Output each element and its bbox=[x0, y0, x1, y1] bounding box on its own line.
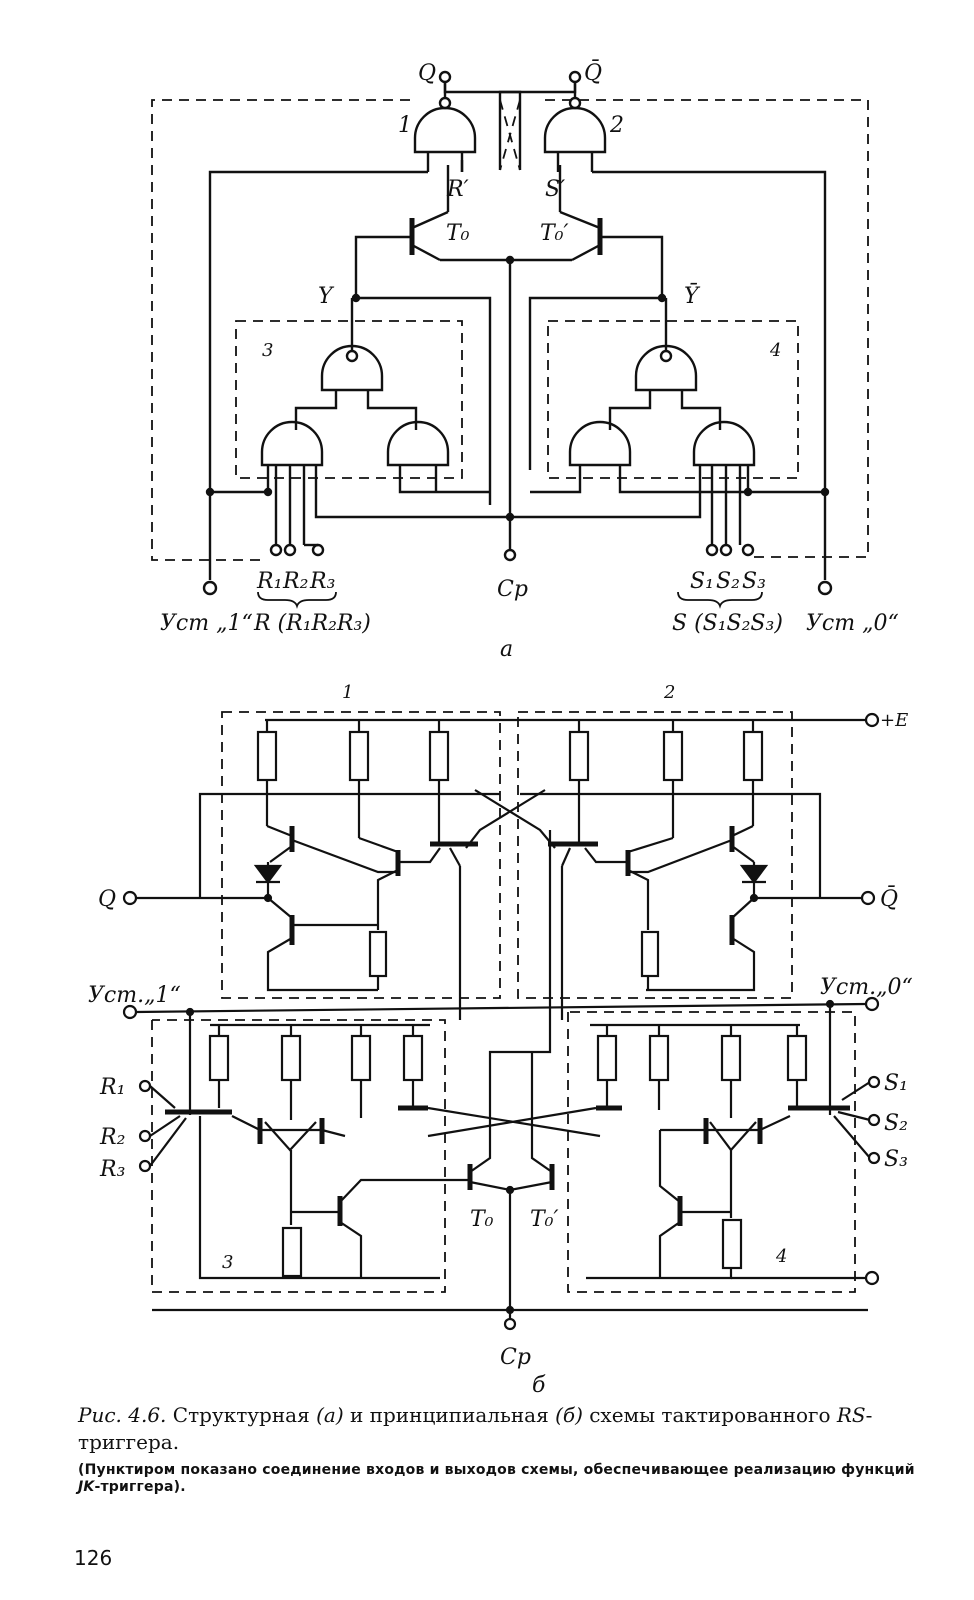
label-plus-e: +E bbox=[880, 710, 908, 731]
label-b-t0-prime: T₀′ bbox=[530, 1207, 559, 1232]
label-b-cp: Cp bbox=[500, 1345, 531, 1370]
label-b-r2: R₂ bbox=[99, 1125, 125, 1150]
caption-fig-number: Рис. 4.6. bbox=[78, 1403, 167, 1427]
caption-text-3: схемы тактированного bbox=[582, 1403, 837, 1427]
label-set-1: Уст „1“ bbox=[160, 611, 253, 636]
caption-rs: RS bbox=[836, 1403, 866, 1427]
label-r2: R₂ bbox=[282, 569, 308, 594]
label-b-r3: R₃ bbox=[99, 1157, 125, 1182]
label-s-prime: S′ bbox=[545, 177, 565, 202]
page-number: 126 bbox=[74, 1546, 113, 1570]
label-b-block-2: 2 bbox=[663, 682, 675, 703]
label-s2: S₂ bbox=[716, 569, 740, 594]
label-r-group: R (R₁R₂R₃) bbox=[253, 611, 371, 636]
label-r1: R₁ bbox=[256, 569, 282, 594]
caption-text-4: -триггера. bbox=[78, 1403, 873, 1454]
caption-note-1: (Пунктиром показано соединение входов и … bbox=[78, 1462, 915, 1478]
label-b-block-4: 4 bbox=[775, 1246, 787, 1267]
label-b-t0: T₀ bbox=[470, 1207, 494, 1232]
label-sub-a: а bbox=[500, 637, 513, 662]
label-b-s1: S₁ bbox=[884, 1071, 908, 1096]
label-q: Q bbox=[418, 61, 436, 86]
label-block-4: 4 bbox=[769, 340, 781, 361]
label-s-group: S (S₁S₂S₃) bbox=[672, 611, 783, 636]
label-cp: Cp bbox=[497, 577, 528, 602]
label-block-3: 3 bbox=[262, 340, 273, 361]
caption-jk: JK bbox=[78, 1479, 95, 1495]
caption-text-2: и принципиальная bbox=[343, 1403, 556, 1427]
caption-a: (а) bbox=[316, 1403, 344, 1427]
caption-text-1: Структурная bbox=[166, 1403, 317, 1427]
label-r-prime: R′ bbox=[446, 177, 469, 202]
caption-note: (Пунктиром показано соединение входов и … bbox=[78, 1462, 938, 1496]
label-b-block-1: 1 bbox=[342, 682, 353, 703]
label-s3: S₃ bbox=[742, 569, 766, 594]
label-b-q: Q bbox=[98, 887, 116, 912]
label-b-r1: R₁ bbox=[99, 1075, 125, 1100]
label-sub-b: б bbox=[532, 1373, 546, 1398]
figure-caption: Рис. 4.6. Структурная (а) и принципиальн… bbox=[78, 1402, 938, 1496]
label-b-qbar: Q̄ bbox=[880, 885, 898, 912]
label-gate-2: 2 bbox=[609, 113, 624, 138]
caption-main: Рис. 4.6. Структурная (а) и принципиальн… bbox=[78, 1402, 938, 1456]
label-t0: T₀ bbox=[446, 221, 470, 246]
caption-note-2: -триггера). bbox=[94, 1479, 186, 1495]
label-r3: R₃ bbox=[309, 569, 335, 594]
label-s1: S₁ bbox=[690, 569, 714, 594]
label-b-set-0: Уст.„0“ bbox=[820, 975, 913, 1000]
label-b-s3: S₃ bbox=[884, 1147, 908, 1172]
label-b-set-1: Уст.„1“ bbox=[88, 983, 181, 1008]
label-gate-1: 1 bbox=[398, 113, 412, 138]
schematic-diagram-b: 1 2 +E Q Q̄ Уст.„1“ Уст.„0“ R₁ R₂ R₃ S₁ … bbox=[88, 682, 913, 1398]
caption-b: (б) bbox=[555, 1403, 583, 1427]
label-b-s2: S₂ bbox=[884, 1111, 908, 1136]
label-b-block-3: 3 bbox=[222, 1252, 233, 1273]
label-y: Y bbox=[318, 284, 335, 309]
label-ybar: Ȳ bbox=[684, 283, 701, 309]
label-set-0: Уст „0“ bbox=[806, 611, 899, 636]
structural-diagram-a: Q Q̄ 1 2 R′ S′ T₀ T₀′ Y Ȳ 3 4 R₁ R₂ R₃ S… bbox=[151, 59, 899, 662]
label-t0-prime: T₀′ bbox=[540, 221, 569, 246]
label-qbar: Q̄ bbox=[584, 59, 602, 86]
